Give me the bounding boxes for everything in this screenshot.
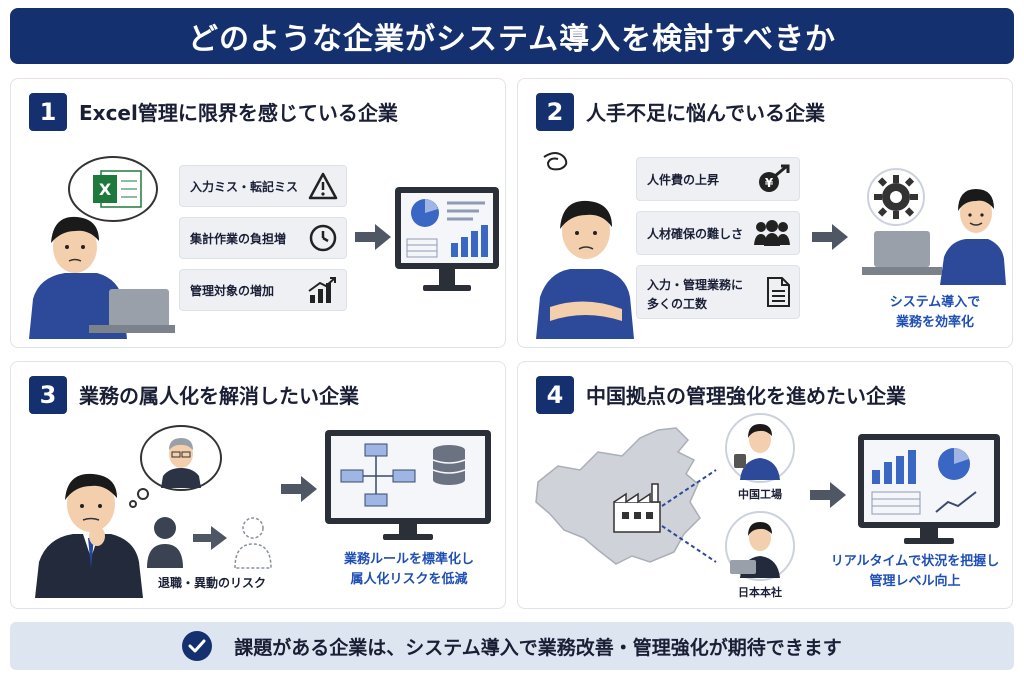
people-group-icon xyxy=(754,220,790,246)
issue-label: 管理対象の増加 xyxy=(190,283,275,298)
headquarters-worker-avatar xyxy=(725,511,795,581)
panel-title: Excel管理に限界を感じている企業 xyxy=(79,101,398,125)
excel-logo-letter: X xyxy=(99,180,112,199)
issue-label: 集計作業の負担増 xyxy=(190,231,287,246)
resign-transfer-icon xyxy=(147,517,272,569)
issue-label-line2: 多くの工数 xyxy=(647,297,708,312)
caption-line2: 業務を効率化 xyxy=(895,314,974,330)
document-icon xyxy=(767,277,790,307)
issue-label: 人件費の上昇 xyxy=(647,172,720,187)
factory-label: 中国工場 xyxy=(738,488,782,501)
caption-line2: 属人化リスクを低減 xyxy=(350,571,468,587)
panel-caption: システム導入で 業務を効率化 xyxy=(860,293,1010,332)
issue-recruiting: 人材確保の難しさ xyxy=(636,211,800,255)
china-map-illustration xyxy=(535,427,717,565)
issue-input-errors: 入力ミス・転記ミス xyxy=(179,165,347,207)
monitor-analytics-illustration xyxy=(858,434,1000,544)
arrow-right-icon xyxy=(810,482,846,508)
worried-person-illustration xyxy=(536,152,634,339)
issue-more-items: 管理対象の増加 xyxy=(179,269,347,311)
warning-icon xyxy=(308,172,338,200)
caption-line2: 管理レベル向上 xyxy=(869,573,961,589)
thinking-person-illustration: X xyxy=(29,156,175,339)
hq-label: 日本本社 xyxy=(738,586,782,599)
risk-label: 退職・異動のリスク xyxy=(157,576,266,590)
issue-label: 入力ミス・転記ミス xyxy=(190,179,299,194)
businessman-thinking-illustration xyxy=(35,425,222,598)
panel-number: 1 xyxy=(29,93,67,131)
page-title: どのような企業がシステム導入を検討すべきか xyxy=(188,22,836,57)
clock-icon xyxy=(309,224,337,252)
factory-icon xyxy=(613,483,661,533)
title-bar: どのような企業がシステム導入を検討すべきか xyxy=(10,8,1014,64)
panel-number: 4 xyxy=(536,376,574,414)
caption-line1: リアルタイムで状況を把握し xyxy=(830,554,1000,569)
checkmark-icon xyxy=(182,631,213,661)
issue-aggregation-burden: 集計作業の負担増 xyxy=(179,217,347,259)
issue-label: 人材確保の難しさ xyxy=(647,226,744,241)
svg-text:¥: ¥ xyxy=(765,176,774,190)
panel-title: 人手不足に悩んでいる企業 xyxy=(586,101,825,125)
arrow-right-icon xyxy=(355,224,391,250)
panel-caption: リアルタイムで状況を把握し 管理レベル向上 xyxy=(820,552,1010,591)
efficient-worker-illustration xyxy=(862,168,1006,285)
factory-worker-avatar xyxy=(725,413,795,483)
summary-banner: 課題がある企業は、システム導入で業務改善・管理強化が期待できます xyxy=(10,622,1014,670)
issue-workload: 入力・管理業務に 多くの工数 xyxy=(636,265,800,319)
caption-line1: システム導入で xyxy=(889,295,981,310)
panel-number: 2 xyxy=(536,93,574,131)
panel-dependency: 3 業務の属人化を解消したい企業 退職・異動のリスク xyxy=(10,361,506,609)
summary-text: 課題がある企業は、システム導入で業務改善・管理強化が期待できます xyxy=(234,636,842,659)
arrow-right-icon xyxy=(281,476,317,502)
panel-excel-limit: 1 Excel管理に限界を感じている企業 X 入力ミス・転記ミス 集計作業の負担… xyxy=(10,78,506,348)
panel-number: 3 xyxy=(29,376,67,414)
panel-labor-shortage: 2 人手不足に悩んでいる企業 人件費の上昇 ¥ 人材確保の難しさ 入力・管理業務… xyxy=(517,78,1013,348)
monitor-dashboard-illustration xyxy=(395,187,499,291)
panel-china-base: 4 中国拠点の管理強化を進めたい企業 中国工場 日本本社 xyxy=(517,361,1013,609)
issue-label-line1: 入力・管理業務に xyxy=(647,278,744,292)
panel-title: 中国拠点の管理強化を進めたい企業 xyxy=(586,384,906,408)
caption-line1: 業務ルールを標準化し xyxy=(343,552,474,567)
monitor-workflow-illustration xyxy=(325,430,491,540)
yen-rising-icon: ¥ xyxy=(759,164,790,192)
arrow-right-icon xyxy=(812,224,848,250)
issue-labor-cost: 人件費の上昇 ¥ xyxy=(636,157,800,201)
panel-caption: 業務ルールを標準化し 属人化リスクを低減 xyxy=(317,550,501,589)
panel-title: 業務の属人化を解消したい企業 xyxy=(79,384,359,408)
growth-chart-icon xyxy=(308,277,336,303)
